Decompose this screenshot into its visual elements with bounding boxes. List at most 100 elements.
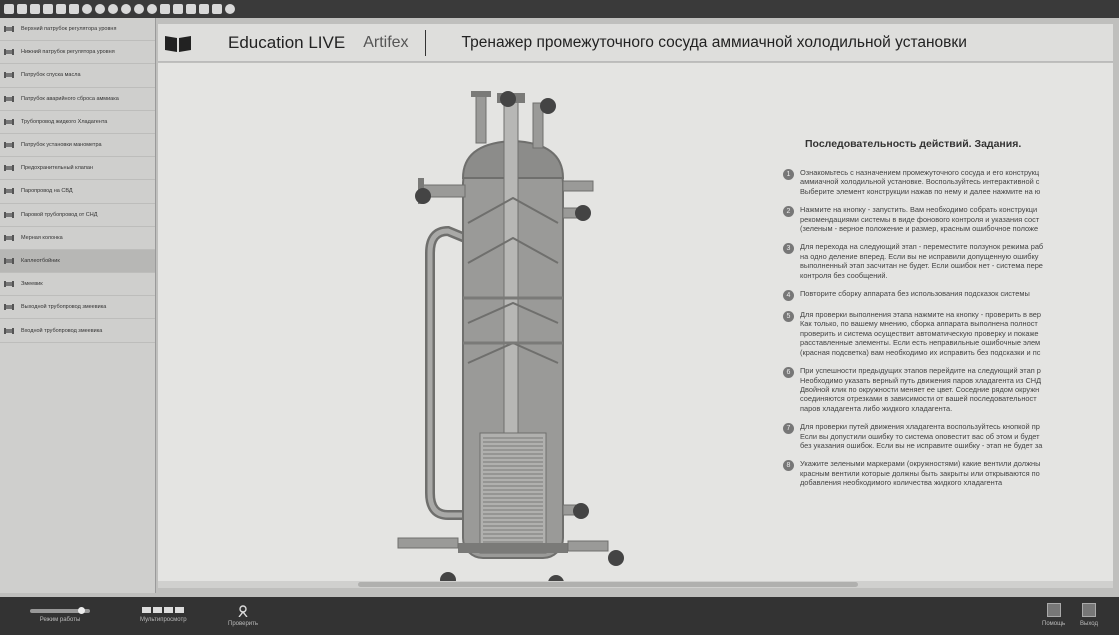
sidebar-item-label: Змеевик [21, 281, 43, 288]
sidebar-item[interactable]: Змеевик [0, 273, 155, 297]
brand-name: Education LIVE [228, 32, 346, 52]
task-panel-title: Последовательность действий. Задания. [805, 138, 1022, 150]
pipe-icon [3, 301, 15, 313]
coil[interactable] [479, 432, 547, 554]
multiview-icon [142, 607, 185, 613]
task-number-badge: 6 [783, 367, 794, 379]
gear-icon[interactable] [82, 4, 92, 14]
edit-icon[interactable] [17, 4, 27, 14]
sidebar-item[interactable]: Входной трубопровод змеевика [0, 319, 155, 343]
pipe-icon [3, 325, 15, 337]
sidebar-item-label: Каплеотбойник [21, 257, 60, 264]
help-control[interactable]: Помощь [1042, 603, 1065, 627]
task-number-badge: 5 [783, 311, 794, 323]
expand-icon[interactable] [160, 4, 170, 14]
check-control[interactable]: Проверить [228, 605, 258, 627]
sidebar-item[interactable]: Паровой трубопровод от СНД [0, 204, 155, 227]
marker-bottom-far-right[interactable] [608, 550, 624, 566]
sidebar-item[interactable]: Выходной трубопровод змеевика [0, 296, 155, 320]
scroll-thumb[interactable] [358, 582, 858, 587]
sidebar-item[interactable]: Патрубок аварийного сброса аммиака [0, 88, 155, 111]
mode-slider-knob[interactable] [77, 607, 85, 614]
sidebar-item-label: Выходной трубопровод змеевика [21, 304, 107, 311]
help-icon [1046, 603, 1061, 617]
pipe-icon [3, 209, 15, 221]
pipe-icon [3, 139, 15, 151]
pause-icon[interactable] [147, 4, 157, 14]
pipe-icon [3, 69, 15, 81]
new-file-icon[interactable] [4, 4, 14, 14]
exit-control[interactable]: Выход [1080, 603, 1098, 627]
export-icon[interactable] [69, 4, 79, 14]
record-icon[interactable] [121, 4, 131, 14]
task-number-badge: 4 [783, 290, 794, 302]
horizontal-scrollbar[interactable] [158, 581, 1113, 588]
sidebar-item-label: Патрубок аварийного сброса аммиака [21, 95, 119, 102]
sidebar-item[interactable]: Патрубок установки манометра [0, 134, 155, 158]
app-header: Education LIVE Artifex Тренажер промежут… [158, 24, 1113, 62]
sidebar-item-label: Предохранительный клапан [21, 165, 93, 172]
task-text: Для проверки выполнения этапа нажмите на… [800, 310, 1042, 357]
sidebar-item[interactable]: Трубопровод жидкого Хладагента [0, 111, 155, 134]
pin-icon[interactable] [56, 4, 66, 14]
vessel-diagram [397, 91, 624, 588]
help-label: Помощь [1042, 621, 1066, 627]
marker-top-right[interactable] [540, 98, 556, 114]
marker-side-left[interactable] [415, 188, 431, 204]
sidebar-item[interactable]: Каплеотбойник [0, 249, 155, 274]
marker-side-right[interactable] [575, 205, 591, 221]
marker-top-left[interactable] [500, 91, 516, 107]
grid-icon[interactable] [30, 4, 40, 14]
check-label: Проверить [228, 621, 259, 627]
sidebar-item-label: Паровой трубопровод от СНД [21, 211, 98, 218]
header-divider [424, 29, 426, 56]
task-text: Ознакомьтесь с назначением промежуточног… [800, 168, 1041, 196]
sidebar-item-label: Паропровод на СВД [21, 188, 73, 195]
pipe-icon [3, 93, 15, 105]
settings-icon[interactable] [95, 4, 105, 14]
pipe-icon [3, 185, 15, 197]
sidebar-item[interactable]: Предохранительный клапан [0, 157, 155, 181]
play-icon[interactable] [108, 4, 118, 14]
multiview-control[interactable]: Мультипросмотр [140, 607, 187, 623]
task-text: Для проверки путей движения хладагента в… [800, 422, 1043, 450]
arrow-down-icon[interactable] [199, 4, 209, 14]
sidebar-item[interactable]: Верхний патрубок регулятора уровня [0, 18, 155, 42]
stop-icon[interactable] [134, 4, 144, 14]
marker-bottom-right[interactable] [573, 503, 589, 519]
book-logo-icon [158, 33, 198, 53]
bottom-bar: Режим работы Мультипросмотр Проверить По… [0, 597, 1119, 635]
sidebar-item[interactable]: Мерная колонка [0, 227, 155, 250]
sidebar-item[interactable]: Нижний патрубок регулятора уровня [0, 41, 155, 65]
coil-icon [3, 278, 15, 290]
mode-slider[interactable] [30, 607, 90, 614]
mode-control[interactable]: Режим работы [30, 607, 90, 623]
multiview-label: Мультипросмотр [140, 617, 187, 623]
task-number-badge: 3 [783, 243, 794, 255]
sidebar-item[interactable]: Паропровод на СВД [0, 180, 155, 204]
info-icon[interactable] [225, 4, 235, 14]
check-person-icon [238, 605, 248, 617]
task-text: Для перехода на следующий этап - перемес… [800, 242, 1044, 280]
task-number-badge: 2 [783, 206, 794, 218]
task-item: 5 Для проверки выполнения этапа нажмите н… [783, 310, 1113, 357]
separator-icon [3, 255, 15, 267]
product-name: Artifex [363, 33, 409, 51]
save-icon[interactable] [43, 4, 53, 14]
image-icon[interactable] [212, 4, 222, 14]
column-icon [3, 232, 15, 244]
pipe-icon [3, 46, 15, 58]
task-number-badge: 8 [783, 460, 794, 472]
arrow-up-icon[interactable] [186, 4, 196, 14]
sidebar-item-label: Входной трубопровод змеевика [21, 327, 103, 334]
exit-icon [1081, 603, 1096, 617]
sidebar-item[interactable]: Патрубок спуска масла [0, 64, 155, 88]
minus-icon[interactable] [173, 4, 183, 14]
